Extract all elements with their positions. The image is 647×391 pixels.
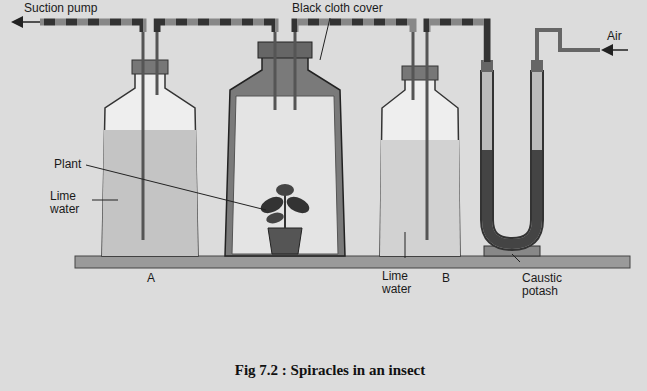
caustic-potash-label: Caustic potash (520, 272, 584, 298)
plant-label: Plant (52, 158, 83, 171)
air-label: Air (605, 30, 624, 43)
lime-water-label: Lime water (48, 190, 92, 216)
cover-label: Black cloth cover (290, 2, 385, 15)
figure-caption: Fig 7.2 : Spiracles in an insect (235, 362, 425, 379)
bottle-letter: B (440, 272, 452, 285)
bottle-letter: A (145, 272, 157, 285)
lime-water-label: Lime water (380, 270, 424, 296)
suction-pump-label: Suction pump (22, 2, 99, 15)
